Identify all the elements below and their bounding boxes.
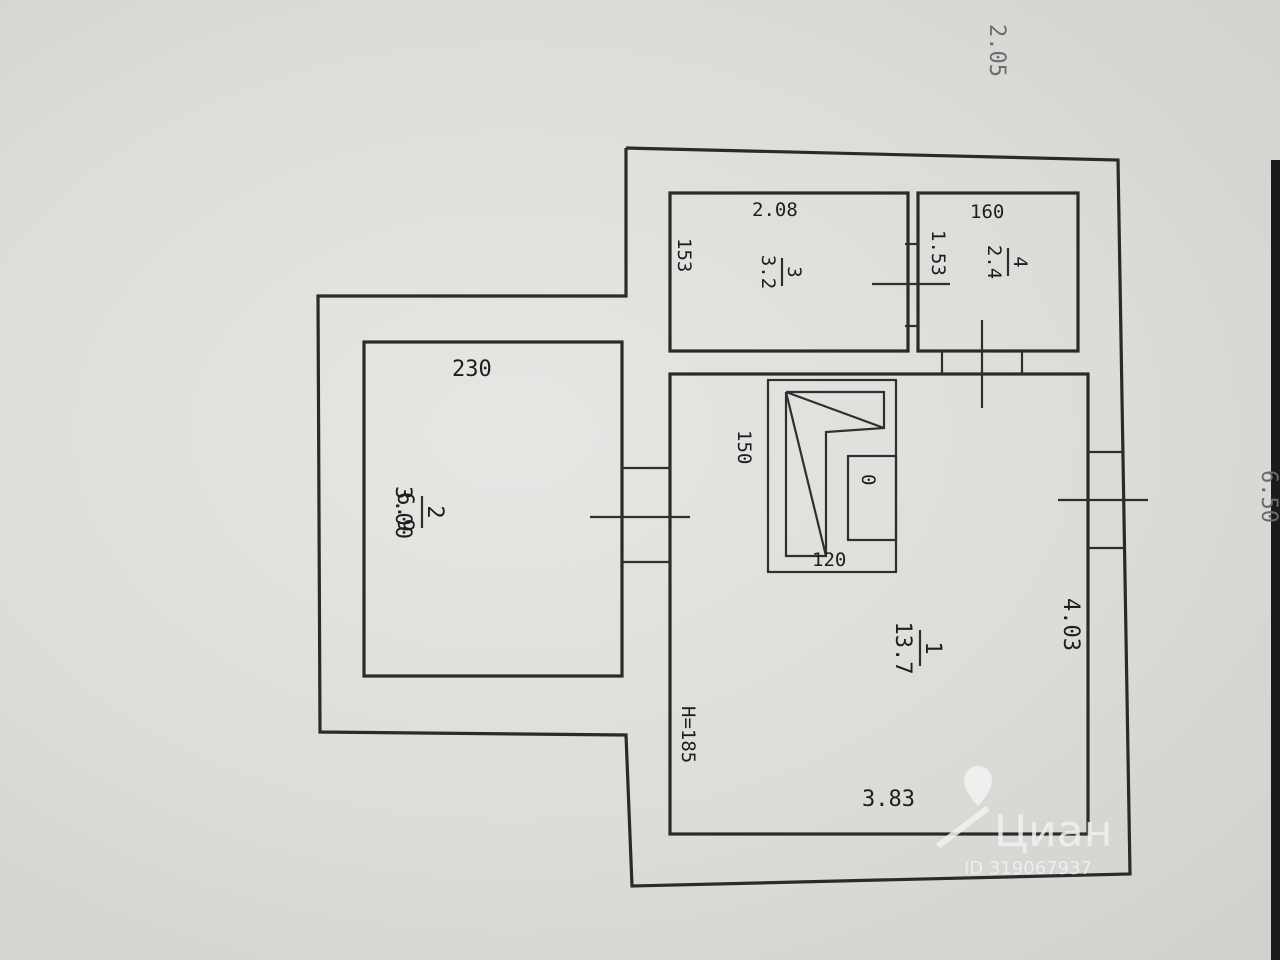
room-3-number: 3 — [783, 266, 805, 277]
edge-note: 6.50 — [1256, 470, 1280, 523]
watermark: Циан ID 319067937 — [936, 766, 1113, 879]
room-3-outline — [668, 191, 910, 353]
room-1-number: 1 — [920, 641, 945, 654]
room-4-width: 160 — [970, 201, 1004, 223]
outer-wall — [316, 146, 1132, 888]
watermark-brand: Циан — [994, 806, 1113, 857]
watermark-id: ID 319067937 — [964, 858, 1092, 879]
room-2-width: 230 — [452, 357, 492, 382]
location-pin-icon — [964, 766, 992, 806]
room-1-length: 4.03 — [1058, 598, 1083, 651]
door-2-1 — [590, 466, 690, 564]
room-3-length: 153 — [673, 238, 695, 272]
stove-mark: 0 — [857, 474, 879, 485]
entrance-door — [1058, 450, 1148, 550]
room-2-area: 6.9 — [392, 492, 417, 532]
room-2-number: 2 — [422, 505, 447, 518]
room-3-width: 2.08 — [752, 199, 798, 221]
stove — [766, 378, 898, 574]
corner-note: 2.05 — [984, 24, 1009, 77]
room-4-area: 2.4 — [983, 245, 1005, 279]
room-1-outline — [668, 372, 1090, 836]
door-3-4 — [872, 242, 950, 328]
room-1-area: 13.7 — [890, 622, 915, 675]
room-4-outline — [916, 191, 1080, 353]
room-1-height: H=185 — [677, 706, 699, 763]
room-2-length: 3.00 — [390, 486, 415, 539]
stove-dim-b: 120 — [812, 549, 846, 571]
room-4-number: 4 — [1009, 256, 1031, 267]
dark-edge — [1271, 160, 1280, 960]
door-4-1 — [940, 320, 1024, 408]
stove-dim-a: 150 — [733, 430, 755, 464]
room-4-length: 1.53 — [927, 230, 949, 276]
room-2-outline — [362, 340, 624, 678]
room-1-width: 3.83 — [862, 787, 915, 812]
room-3-area: 3.2 — [757, 255, 779, 289]
